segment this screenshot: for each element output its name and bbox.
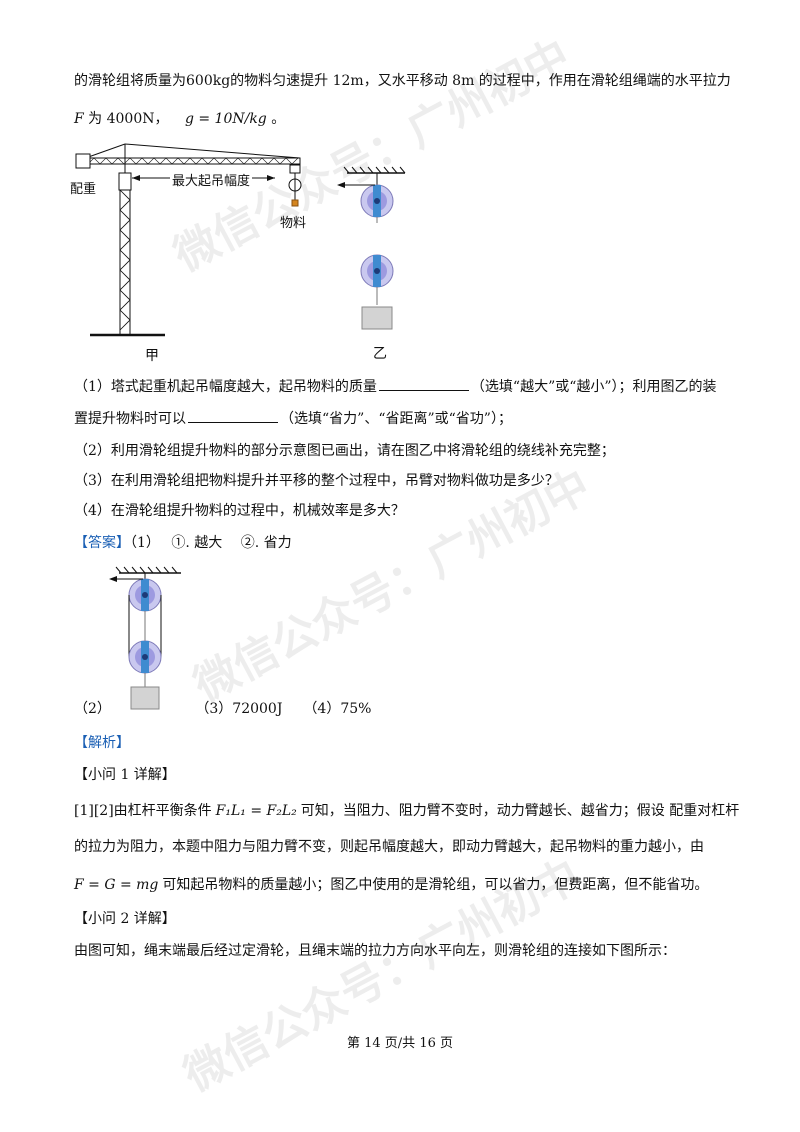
force-value: 为 4000N，	[83, 111, 169, 127]
gravity-constant: g = 10N/kg	[184, 111, 267, 127]
analysis-sub1-title: 【小问 1 详解】	[74, 767, 176, 783]
answer-part-3-4: （3）72000J （4）75%	[195, 701, 372, 717]
question-4: （4）在滑轮组提升物料的过程中，机械效率是多大？	[74, 503, 405, 519]
caption-left: 甲	[145, 348, 159, 364]
crane-diagram	[75, 143, 302, 337]
answer-part-2-label: （2）	[74, 701, 111, 717]
question-3: （3）在利用滑轮组把物料提升并平移的整个过程中，吊臂对物料做功是多少？	[74, 473, 559, 489]
p1-line3-text: 可知起吊物料的质量越小；图乙中使用的是滑轮组，可以省力，但费距离，但不能省功。	[162, 877, 709, 893]
q1-text-c: 置提升物料时可以	[74, 411, 186, 427]
question-1-line-2: 置提升物料时可以 （选填“省力”、“省距离”或“省功”）；	[74, 408, 512, 428]
intro-line-1: 的滑轮组将质量为600kg的物料匀速提升 12m，又水平移动 8m 的过程中，作…	[74, 73, 731, 89]
caption-right: 乙	[373, 346, 387, 362]
answer-tag: 【答案】	[74, 535, 130, 551]
q1-text-b: （选填“越大”或“越小”）；利用图乙的装	[470, 379, 717, 395]
pulley-figure-answer	[105, 565, 195, 715]
q1-text-d: （选填“省力”、“省距离”或“省功”）；	[280, 411, 512, 427]
analysis-sub2-title: 【小问 2 详解】	[74, 911, 176, 927]
analysis-tag: 【解析】	[74, 735, 130, 751]
question-2: （2）利用滑轮组提升物料的部分示意图已画出，请在图乙中将滑轮组的绕线补充完整；	[74, 443, 615, 459]
lever-formula: F₁L₁ = F₂L₂	[215, 803, 297, 819]
pulley-figure-question: 乙	[335, 165, 415, 365]
q1-text-a: （1）塔式起重机起吊幅度越大，起吊物料的质量	[74, 379, 377, 395]
q1-blank-1[interactable]	[378, 378, 469, 391]
weight-formula: F = G = mg	[74, 877, 159, 893]
intro-end: 。	[266, 111, 286, 127]
max-span-label: 最大起吊幅度	[170, 170, 253, 189]
pulley-diagram	[337, 166, 406, 330]
answer-line: 【答案】（1） ①. 越大 ②. 省力	[74, 532, 292, 552]
p1-b: 可知，当阻力、阻力臂不变时，动力臂越长、越省力；假设 配重对杠杆	[300, 803, 740, 819]
intro-line-2: F 为 4000N， g = 10N/kg 。	[74, 108, 285, 128]
q1-blank-2[interactable]	[188, 410, 278, 423]
counterweight-label: 配重	[70, 182, 97, 197]
analysis-p1-line2: 的拉力为阻力，本题中阻力与阻力臂不变，则起吊幅度越大，即动力臂越大，起吊物料的重…	[74, 839, 704, 855]
load-label: 物料	[280, 216, 307, 231]
pulley-answer-diagram	[109, 566, 181, 710]
force-symbol: F	[74, 111, 84, 127]
answer-part-1: （1） ①. 越大 ②. 省力	[130, 535, 292, 551]
figure-crane-and-pulley: 配重 最大起吊幅度 物料 甲	[70, 140, 410, 370]
answer-line-2: （2） （3）72000J （4）75%	[74, 698, 371, 718]
page-footer: 第 14 页/共 16 页	[347, 1036, 453, 1051]
analysis-p2: 由图可知，绳末端最后经过定滑轮，且绳末端的拉力方向水平向左，则滑轮组的连接如下图…	[74, 943, 676, 959]
p1-a: [1][2]由杠杆平衡条件	[74, 803, 212, 819]
question-1-line-1: （1）塔式起重机起吊幅度越大，起吊物料的质量 （选填“越大”或“越小”）；利用图乙…	[74, 376, 717, 396]
